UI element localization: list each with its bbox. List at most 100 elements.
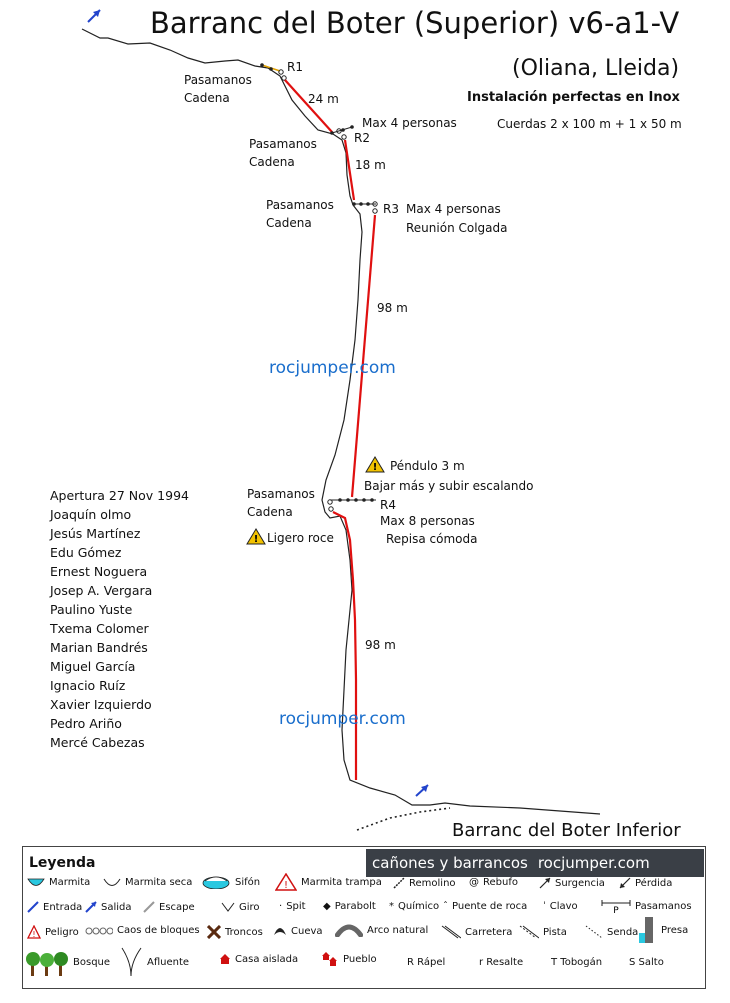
team-member: Jesús Martínez — [50, 526, 141, 541]
banner-site: rocjumper.com — [537, 854, 650, 872]
legend-presa: Presa — [637, 915, 688, 945]
caos-icon — [85, 927, 113, 934]
canyon-wall — [81, 28, 601, 815]
warning-pendulo-icon: ! — [365, 456, 385, 473]
team-member: Pedro Ariño — [50, 716, 122, 731]
pendulo-label: Péndulo 3 m — [390, 459, 465, 473]
r4-pasamanos — [327, 498, 376, 512]
presa-icon — [639, 917, 653, 943]
r2-side-label: Pasamanos Cadena — [249, 137, 317, 169]
svg-text:!: ! — [284, 880, 288, 891]
rope-r1 — [284, 79, 333, 133]
arco-icon — [335, 924, 363, 937]
legend-rebufo: @ Rebufo — [469, 877, 518, 888]
legend-resalte: r Resalte — [479, 957, 524, 968]
legend-arco: Arco natural — [335, 923, 428, 937]
legend-bosque: Bosque — [25, 947, 110, 977]
team-member: Josep A. Vergara — [50, 583, 153, 598]
team-member: Ernest Noguera — [50, 564, 148, 579]
legend-salida: Salida — [85, 901, 132, 913]
legend-caos: Caos de bloques — [85, 925, 200, 936]
team-member: Miguel García — [50, 659, 136, 674]
ropes-note: Cuerdas 2 x 100 m + 1 x 50 m — [497, 117, 682, 131]
r2-pasamanos — [330, 125, 354, 140]
r2-capacity: Max 4 personas — [362, 116, 457, 130]
legend-pasamanos: P Pasamanos — [601, 899, 692, 913]
r4-note: Repisa cómoda — [386, 532, 478, 546]
team-member: Xavier Izquierdo — [50, 697, 152, 712]
escape-icon — [143, 901, 155, 913]
parabolt-icon: ◆ — [323, 901, 331, 912]
r4-rope-length: 98 m — [365, 638, 396, 652]
r3-side-label: Pasamanos Cadena — [266, 198, 334, 230]
legend-rapel: R Rápel — [407, 957, 446, 968]
team-member: Ignacio Ruíz — [50, 678, 126, 693]
r1-side-label: Pasamanos Cadena — [184, 73, 252, 105]
legend-troncos: Troncos — [207, 925, 263, 939]
legend-casa: Casa aislada — [219, 953, 298, 965]
watermark-bottom: rocjumper.com — [279, 709, 406, 729]
legend-peligro: ! Peligro — [27, 925, 79, 939]
marmita-seca-icon — [103, 878, 121, 886]
cueva-icon — [274, 928, 286, 935]
senda-icon — [585, 925, 603, 939]
team-member: Txema Colomer — [50, 621, 149, 636]
casa-icon — [220, 954, 230, 964]
legend-banner: cañones y barrancos rocjumper.com — [366, 849, 704, 877]
team-member: Apertura 27 Nov 1994 — [50, 488, 189, 503]
install-note: Instalación perfectas en Inox — [467, 90, 680, 105]
perdida-icon — [619, 877, 631, 889]
salida-icon — [85, 901, 97, 913]
giro-icon — [221, 902, 235, 912]
afluente-icon — [121, 947, 142, 977]
marmita-icon — [27, 878, 45, 886]
spit-icon: · — [279, 901, 283, 912]
legend-clavo: ˈ Clavo — [543, 901, 578, 912]
marmita-trampa-icon: ! — [275, 873, 297, 891]
quimico-icon: * — [389, 901, 394, 912]
svg-text:P: P — [613, 906, 619, 913]
trail-path — [356, 807, 451, 831]
legend-afluente: Afluente — [121, 947, 189, 977]
legend-marmita: Marmita — [27, 877, 90, 888]
r3-rope-length: 98 m — [377, 301, 408, 315]
rope-r4 — [332, 511, 358, 780]
legend-pueblo: Pueblo — [321, 951, 377, 967]
r2-label: R2 — [354, 131, 370, 145]
legend-giro: Giro — [221, 901, 260, 913]
banner-text: cañones y barrancos — [372, 854, 528, 872]
pista-icon — [519, 925, 539, 939]
legend-spit: · Spit — [279, 901, 306, 912]
remolino-icon — [393, 877, 405, 889]
r1-label: R1 — [287, 60, 303, 74]
legend-surgencia: Surgencia — [539, 877, 605, 889]
entrada-icon — [27, 901, 39, 913]
location-subtitle: (Oliana, Lleida) — [512, 56, 680, 81]
legend-title: Leyenda — [29, 855, 96, 871]
watermark-top: rocjumper.com — [269, 358, 396, 378]
puente-roca-icon: ˆ — [443, 901, 448, 912]
team-member: Mercé Cabezas — [50, 735, 145, 750]
surgencia-icon — [539, 877, 551, 889]
rebufo-icon: @ — [469, 877, 479, 888]
legend-parabolt: ◆ Parabolt — [323, 901, 376, 912]
carretera-icon — [441, 925, 461, 939]
pasamanos-icon: P — [601, 900, 631, 913]
legend-salto: S Salto — [629, 957, 664, 968]
legend-marmita-seca: Marmita seca — [103, 877, 192, 888]
legend-tobogan: T Tobogán — [551, 957, 603, 968]
r3-capacity: Max 4 personas — [406, 202, 501, 216]
team-member: Joaquín olmo — [50, 507, 132, 522]
legend-cueva: Cueva — [273, 925, 323, 937]
r3-note: Reunión Colgada — [406, 221, 508, 235]
bosque-icon — [26, 952, 68, 976]
sifon-icon — [202, 876, 230, 889]
rope-r3 — [350, 214, 377, 498]
legend-puente-roca: ˆ Puente de roca — [443, 901, 528, 912]
legend-escape: Escape — [143, 901, 195, 913]
r1-rope-length: 24 m — [308, 92, 339, 106]
legend-senda: Senda — [585, 925, 638, 939]
salida-arrow-icon — [415, 784, 429, 797]
